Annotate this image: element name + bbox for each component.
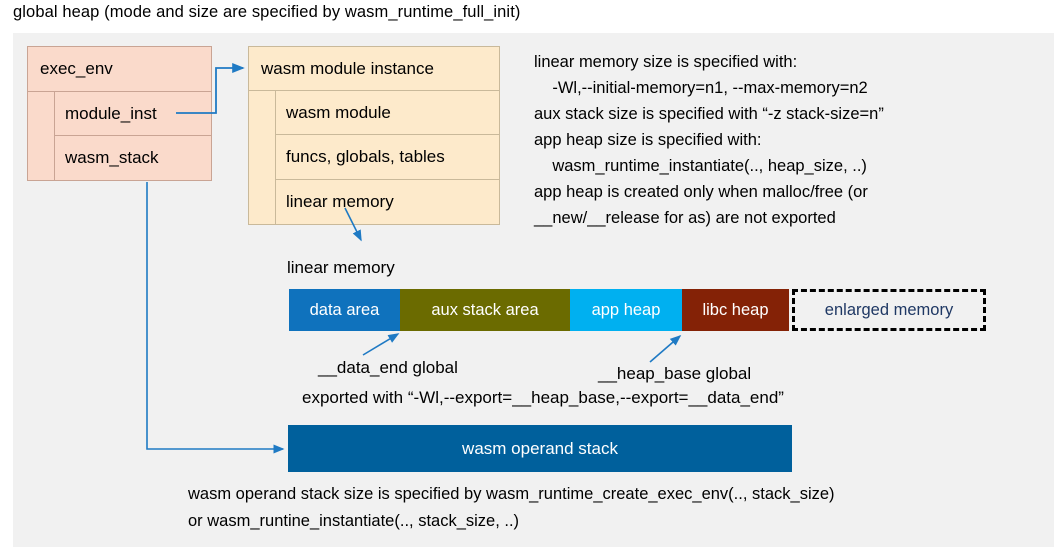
memory-segment-libc-heap: libc heap [682, 289, 789, 331]
module-instance-rows: wasm module funcs, globals, tables linea… [276, 91, 499, 224]
linear-memory-notes: linear memory size is specified with: -W… [534, 53, 884, 227]
annotation-data-end: __data_end global [318, 358, 458, 377]
memory-segment-aux-stack-area: aux stack area [400, 289, 570, 331]
module-instance-body: wasm module funcs, globals, tables linea… [249, 91, 499, 224]
annotation-heap-base: __heap_base global [598, 364, 752, 383]
exec-env-body: module_inst wasm_stack [28, 92, 211, 180]
module-instance-field-funcs-globals-tables: funcs, globals, tables [276, 135, 499, 180]
memory-segment-data-area: data area [289, 289, 400, 331]
wasm-operand-stack-label: wasm operand stack [462, 438, 618, 458]
exec-env-box: exec_env module_inst wasm_stack [27, 46, 212, 181]
module-instance-header: wasm module instance [249, 47, 499, 91]
wasm-module-instance-box: wasm module instance wasm module funcs, … [248, 46, 500, 225]
exec-env-field-module-inst: module_inst [55, 92, 211, 136]
module-instance-field-linear-memory: linear memory [286, 191, 394, 211]
operand-stack-note: wasm operand stack size is specified by … [188, 485, 835, 530]
wasm-operand-stack-box: wasm operand stack [288, 425, 792, 472]
memory-segment-enlarged-memory: enlarged memory [792, 289, 986, 331]
module-instance-field-wasm-module: wasm module [276, 91, 499, 136]
exec-env-rows: module_inst wasm_stack [55, 92, 211, 180]
linear-memory-label: linear memory [287, 258, 395, 277]
memory-segment-app-heap: app heap [570, 289, 682, 331]
exec-env-header: exec_env [28, 47, 211, 92]
exec-env-gutter [28, 92, 55, 180]
annotation-exported-with: exported with “-Wl,--export=__heap_base,… [302, 388, 784, 407]
exec-env-field-wasm-stack: wasm_stack [65, 148, 159, 167]
module-instance-gutter [249, 91, 276, 224]
page-title: global heap (mode and size are specified… [13, 3, 521, 21]
